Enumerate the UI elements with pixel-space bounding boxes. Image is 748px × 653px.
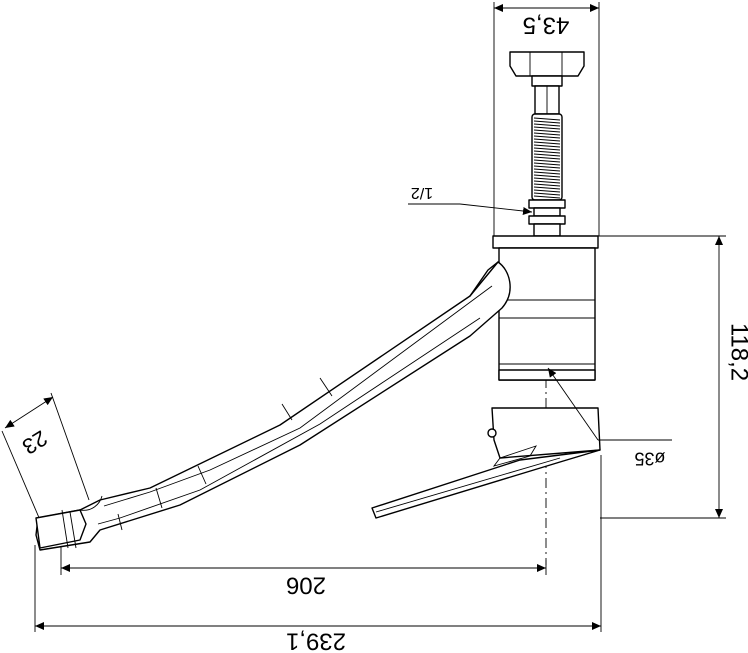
dimension-label-spout-tip: 23 xyxy=(18,425,52,459)
braid-line xyxy=(533,153,561,157)
dimension-label-inner-length: 206 xyxy=(286,572,326,599)
braid-line xyxy=(533,144,561,148)
braid-line xyxy=(533,162,561,166)
dimension-inner-length: 206 xyxy=(60,520,547,599)
braid-line xyxy=(533,177,561,181)
braid-line xyxy=(533,189,561,193)
dimension-label-total-length: 239,1 xyxy=(286,628,346,653)
braid-line xyxy=(533,120,561,124)
braid-line xyxy=(533,141,561,145)
braid-line xyxy=(533,183,561,187)
braid-line xyxy=(533,126,561,130)
dimension-label-top-width: 43,5 xyxy=(523,12,570,39)
faucet-lever xyxy=(371,407,601,519)
braid-line xyxy=(533,159,561,163)
hose-braid xyxy=(533,117,561,199)
braid-line xyxy=(533,171,561,175)
dimension-top-width: 43,5 xyxy=(493,2,600,236)
callout-label-thread: 1/2 xyxy=(411,184,433,201)
braid-line xyxy=(533,123,561,127)
supply-connector xyxy=(509,51,585,237)
braid-line xyxy=(533,132,561,136)
braid-line xyxy=(533,174,561,178)
braid-line xyxy=(533,117,561,121)
braid-line xyxy=(533,186,561,190)
braid-line xyxy=(533,192,561,196)
braid-line xyxy=(533,165,561,169)
callout-thread: 1/2 xyxy=(408,184,533,215)
braid-line xyxy=(533,195,561,199)
braid-line xyxy=(533,138,561,142)
dimension-total-length: 239,1 xyxy=(34,455,602,653)
braid-line xyxy=(533,129,561,133)
dimension-spout-tip: 23 xyxy=(1,392,90,521)
braid-line xyxy=(533,135,561,139)
braid-line xyxy=(533,147,561,151)
callout-diameter: ø35 xyxy=(547,367,672,468)
callout-label-diameter: ø35 xyxy=(634,448,665,468)
dimension-height: 118,2 xyxy=(596,235,748,519)
dimension-label-height: 118,2 xyxy=(726,323,748,381)
faucet-spout xyxy=(35,261,511,551)
braid-line xyxy=(533,150,561,154)
braid-line xyxy=(533,180,561,184)
braid-line xyxy=(533,168,561,172)
braid-line xyxy=(533,156,561,160)
faucet-body xyxy=(492,235,599,381)
